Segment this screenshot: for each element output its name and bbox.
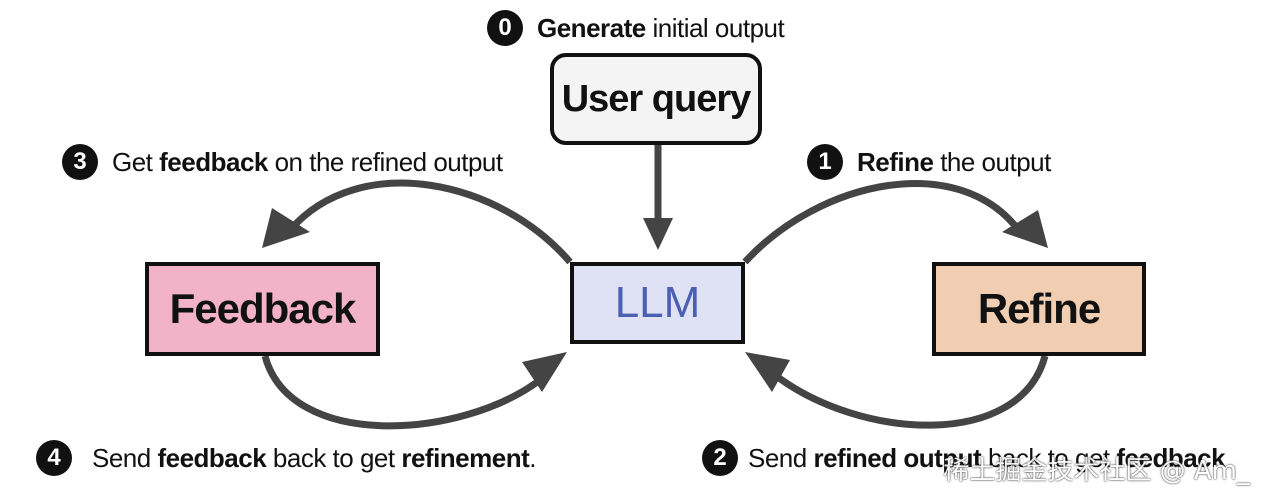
step-4-number-badge: 4 xyxy=(36,440,72,476)
step-2-number-badge: 2 xyxy=(702,440,738,476)
arrow-llm-to-feedback xyxy=(262,179,573,265)
step-3-label: 3 Get feedback on the refined output xyxy=(62,144,503,180)
step-4-mid: back to get xyxy=(266,442,402,473)
arrow-llm-to-refine xyxy=(742,180,1048,265)
step-1-number-badge: 1 xyxy=(807,144,843,180)
step-3-pre: Get xyxy=(112,146,160,177)
feedback-box: Feedback xyxy=(145,262,380,356)
step-1-rest: the output xyxy=(933,146,1051,177)
step-1-bold: Refine xyxy=(857,146,934,177)
step-1-label: 1 Refine the output xyxy=(807,144,1051,180)
step-2-label: 2 Send refined output back to get feedba… xyxy=(702,440,1226,476)
user-query-box: User query xyxy=(550,53,762,145)
step-4-pre: Send xyxy=(92,442,158,473)
step-3-rest: on the refined output xyxy=(267,146,504,177)
step-4-bold-2: refinement xyxy=(401,442,530,473)
step-0-rest: initial output xyxy=(645,12,785,43)
step-0-label: 0 Generate initial output xyxy=(487,10,785,46)
step-2-bold-1: refined output xyxy=(813,442,982,473)
step-0-bold: Generate xyxy=(537,12,646,43)
step-0-number-badge: 0 xyxy=(487,10,523,46)
step-3-bold: feedback xyxy=(159,146,268,177)
step-4-bold-1: feedback xyxy=(157,442,267,473)
arrow-refine-to-llm xyxy=(745,352,1049,429)
llm-box: LLM xyxy=(570,262,745,344)
arrow-user-to-llm xyxy=(643,145,673,250)
step-4-label: 4 Send feedback back to get refinement. xyxy=(36,440,536,476)
refine-box: Refine xyxy=(932,262,1146,356)
step-2-bold-2: feedback xyxy=(1116,442,1226,473)
step-2-mid: back to get xyxy=(981,442,1117,473)
step-3-number-badge: 3 xyxy=(62,144,98,180)
watermark-text: 稀土掘金技术社区 @ Am_ xyxy=(943,456,1250,486)
arrow-feedback-to-llm xyxy=(261,352,567,430)
step-4-end: . xyxy=(529,442,536,473)
step-2-pre: Send xyxy=(748,442,814,473)
